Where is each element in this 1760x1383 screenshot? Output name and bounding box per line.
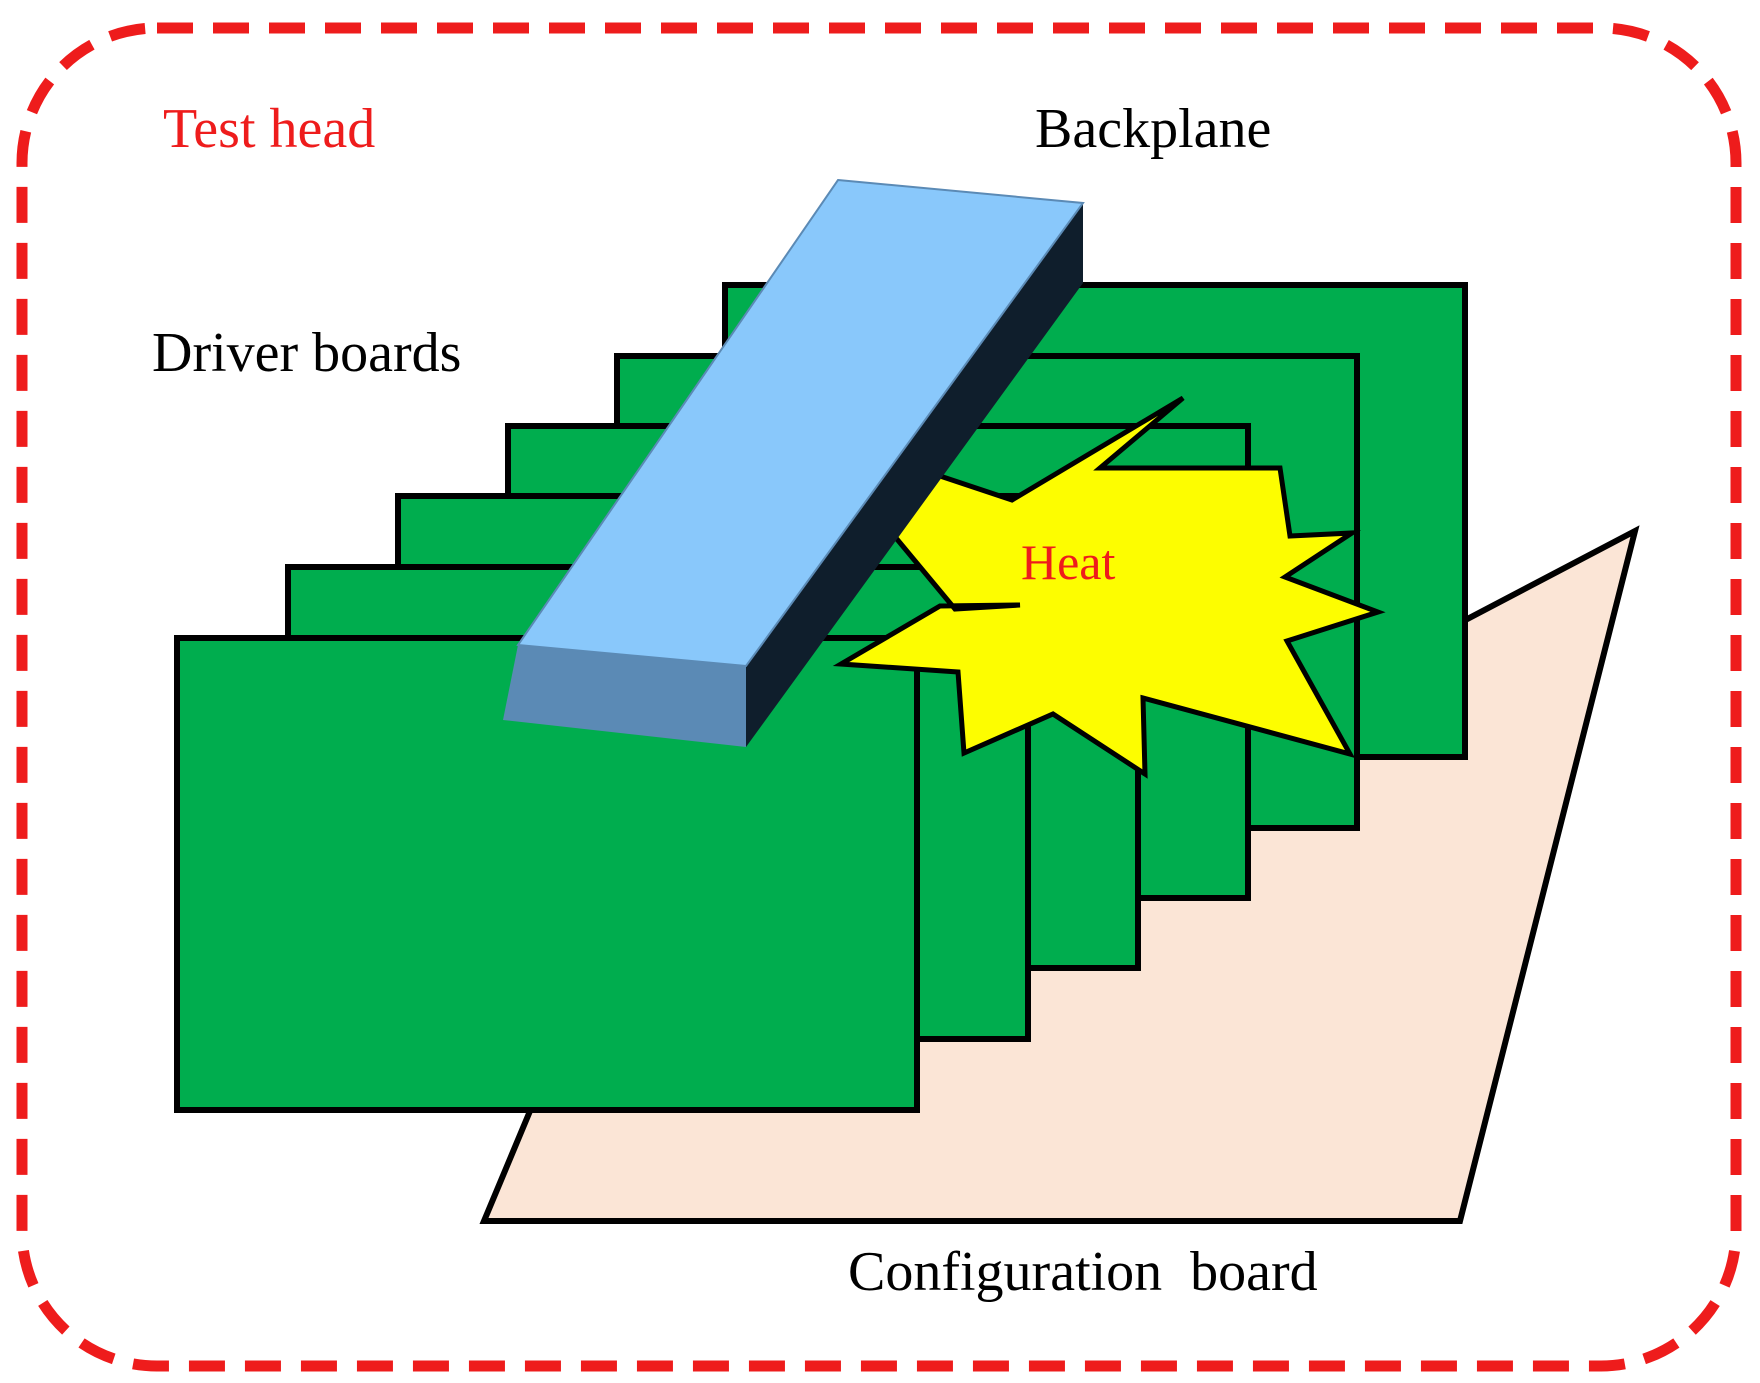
test-head-label: Test head <box>163 98 375 160</box>
backplane-top <box>516 178 1085 668</box>
backplane-label: Backplane <box>1035 98 1271 160</box>
backplane-front <box>503 645 746 747</box>
heat-label: Heat <box>1021 534 1115 590</box>
configuration-board-label: Configuration board <box>848 1241 1318 1303</box>
test-head-frame <box>16 22 1742 1372</box>
backplane-side <box>746 203 1083 747</box>
heat-burst <box>800 395 1386 779</box>
driver-boards-label: Driver boards <box>152 322 461 384</box>
